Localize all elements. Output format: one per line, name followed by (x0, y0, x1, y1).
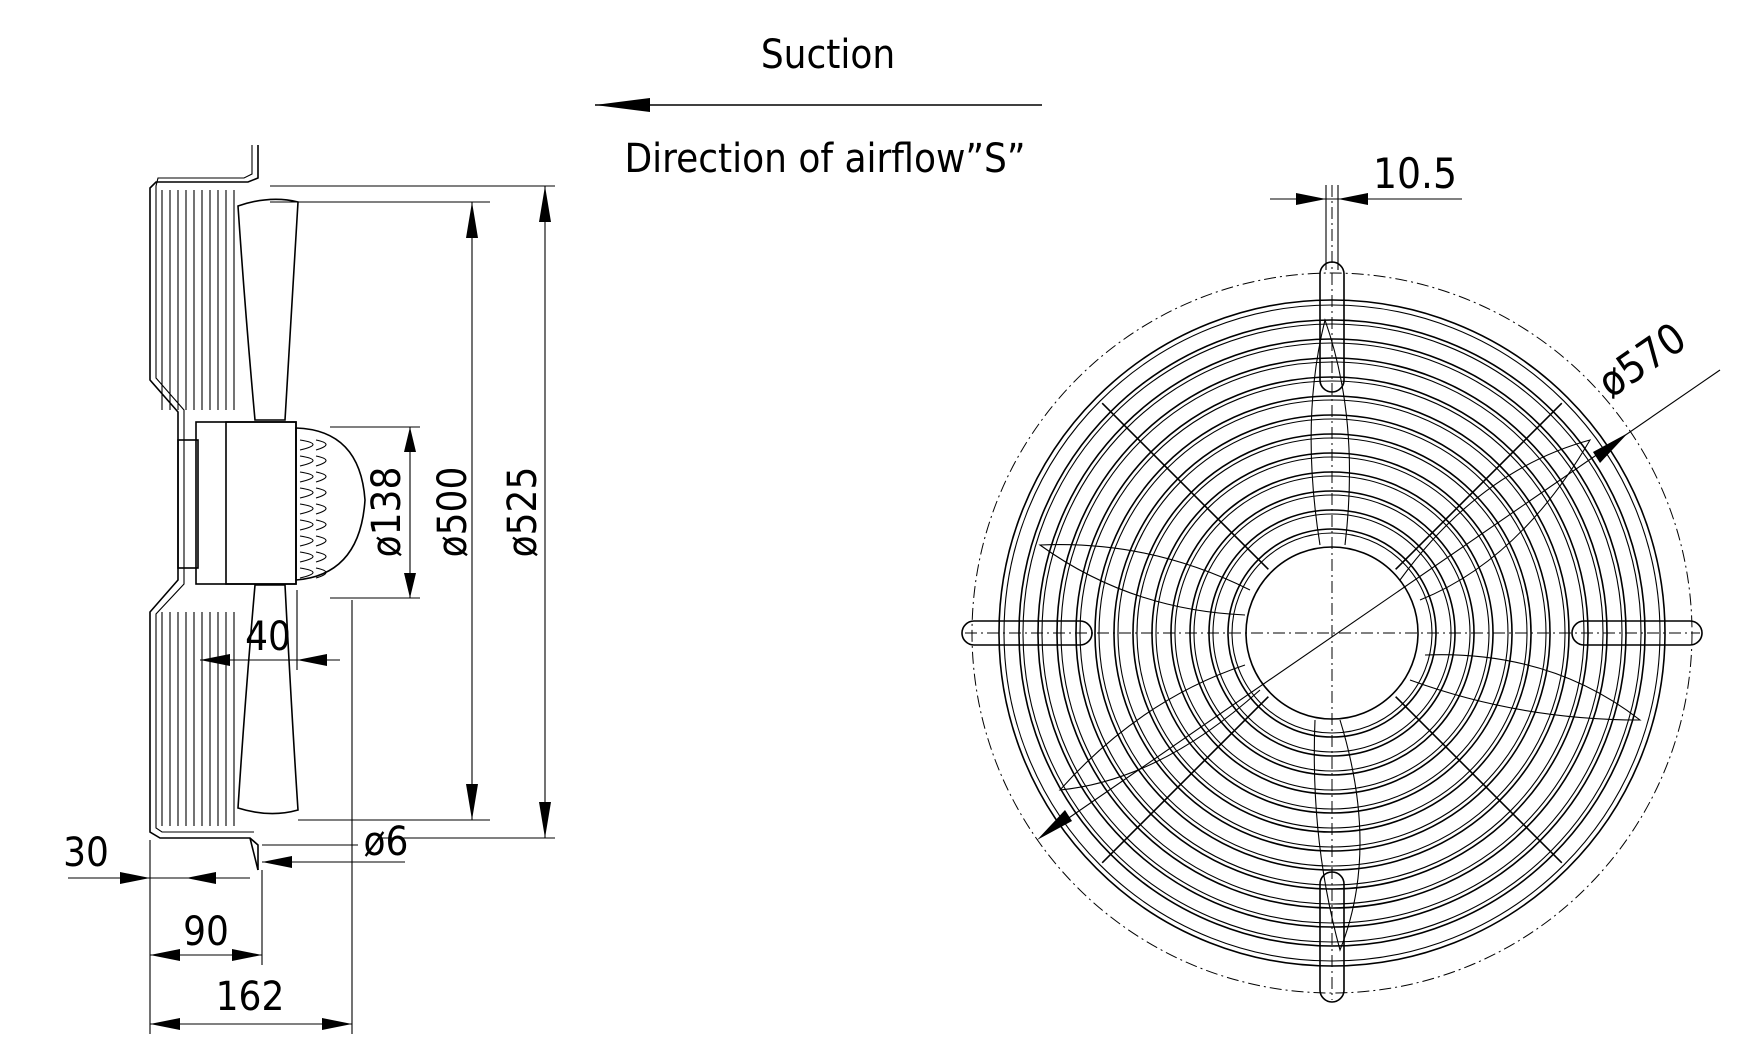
airflow-arrowhead (595, 98, 650, 112)
dim-slot-arrow-left (1296, 193, 1326, 205)
motor-fin (315, 503, 327, 515)
dim-hub-label: ø138 (364, 467, 410, 558)
side-view (149, 145, 366, 871)
motor-rotor (225, 421, 297, 585)
guard-ribs (161, 190, 235, 826)
dim-guard-arrow-lower (1037, 810, 1072, 840)
motor-fins (299, 439, 327, 579)
blade-upper (237, 198, 299, 421)
motor-fin (315, 567, 327, 579)
motor-fin (299, 471, 314, 483)
motor-fin (299, 519, 314, 531)
guard-outline-inner (155, 145, 254, 833)
motor-fin (315, 487, 327, 499)
airflow-direction-label: Direction of airflow”S” (624, 136, 1025, 182)
guard-support-bar (1395, 696, 1563, 864)
dim-30-arrow-left (120, 872, 150, 884)
blade-lower (237, 584, 299, 815)
guard-support-bars (1101, 402, 1563, 864)
dim-162-label: 162 (216, 974, 285, 1020)
motor-rear-cover (295, 427, 366, 581)
motor-fin (315, 439, 327, 451)
dim-hole-arrow (262, 856, 292, 868)
dim-40-arrow-left (200, 654, 230, 666)
dim-blade-arrow-bottom (466, 784, 478, 820)
fan-blade-outline (1399, 439, 1592, 601)
dim-hub-arrow-bottom (404, 573, 416, 598)
dim-ring-arrow-top (539, 186, 551, 222)
dim-40-label: 40 (245, 614, 291, 660)
motor-body (195, 421, 297, 585)
dim-90-arrow-right (232, 949, 262, 961)
dim-90-label: 90 (183, 909, 229, 955)
dim-slot-label: 10.5 (1373, 149, 1457, 198)
motor-fin (299, 551, 314, 563)
dim-90-arrow-left (150, 949, 180, 961)
mount-arm-right (1571, 620, 1703, 646)
guard-support-bar (1101, 696, 1269, 864)
motor-fin (299, 503, 314, 515)
dim-162-arrow-right (322, 1018, 352, 1030)
guard-support-bar (1101, 402, 1269, 570)
motor-fin (299, 455, 314, 467)
suction-label: Suction (761, 32, 895, 78)
fan-blade-outline (1409, 654, 1642, 721)
fan-blade-outline (1058, 664, 1261, 791)
motor-fin (299, 487, 314, 499)
dim-ring-arrow-bottom (539, 802, 551, 838)
airflow-header: Suction Direction of airflow”S” (595, 32, 1042, 182)
dim-blade-label: ø500 (430, 467, 476, 558)
motor-fin (299, 439, 314, 451)
dim-ring-label: ø525 (500, 467, 546, 558)
dim-30-label: 30 (63, 830, 109, 876)
fan-blade-outline (1310, 318, 1351, 546)
motor-fin (315, 519, 327, 531)
motor-fin (299, 567, 314, 579)
front-view (961, 185, 1703, 1003)
dim-hub-arrow-top (404, 427, 416, 452)
motor-front-cap (177, 439, 199, 569)
dim-slot-arrow-right (1338, 193, 1368, 205)
dim-162-arrow-left (150, 1018, 180, 1030)
dim-guard-arrow-upper (1593, 433, 1628, 463)
fan-blade-outline (1313, 719, 1361, 952)
dim-guard-label: ø570 (1589, 313, 1695, 407)
motor-fin (315, 455, 327, 467)
guard-blades (1038, 318, 1642, 952)
guard-support-bar (1395, 402, 1563, 570)
motor-fin (299, 535, 314, 547)
motor-fin (315, 535, 327, 547)
dim-blade-arrow-top (466, 202, 478, 238)
motor-fin (315, 551, 327, 563)
motor-fin (315, 471, 327, 483)
bracket-bottom (249, 837, 259, 871)
fan-blade-outline (1038, 544, 1251, 616)
dim-30-arrow-right (186, 872, 216, 884)
dim-hole-label: ø6 (364, 819, 409, 865)
dim-40-arrow-right (297, 654, 327, 666)
side-dimensions: ø138 ø500 ø525 40 ø6 30 (63, 185, 555, 1034)
